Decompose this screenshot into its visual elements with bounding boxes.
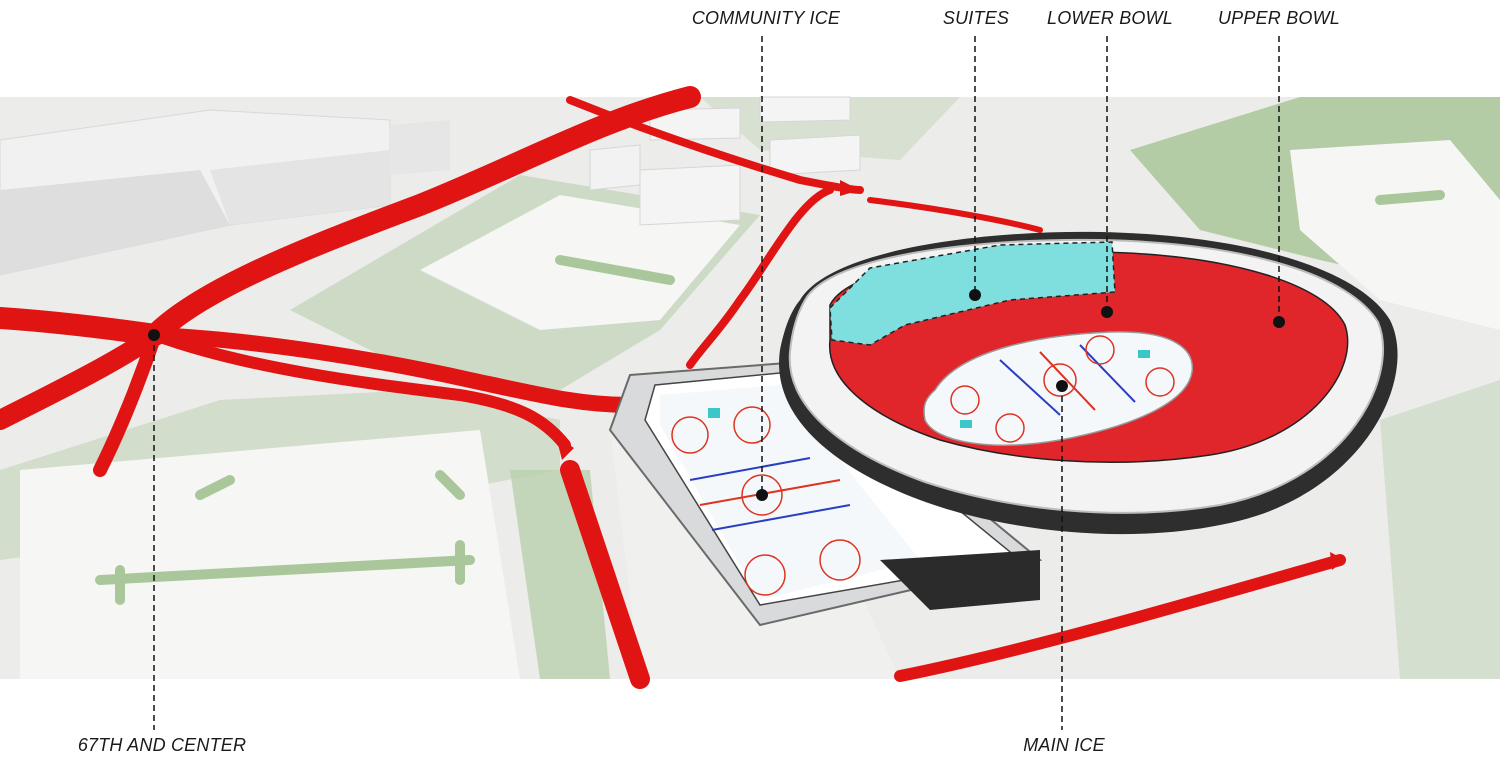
main-arena — [779, 231, 1398, 535]
dot-lower-bowl — [1101, 306, 1113, 318]
dot-community-ice — [756, 489, 768, 501]
dot-intersection — [148, 329, 160, 341]
dot-suites — [969, 289, 981, 301]
community-ice-building — [608, 360, 1043, 627]
label-intersection: 67TH AND CENTER — [77, 735, 247, 755]
label-lower-bowl: LOWER BOWL — [1046, 8, 1174, 28]
dot-main-ice — [1056, 380, 1068, 392]
label-suites: SUITES — [942, 8, 1010, 28]
highlighted-roads — [0, 86, 1346, 689]
label-main-ice: MAIN ICE — [1023, 735, 1105, 755]
parking-islands — [95, 190, 1445, 605]
label-upper-bowl: UPPER BOWL — [1217, 8, 1341, 28]
nearby-buildings — [0, 96, 861, 276]
leader-lines — [153, 36, 1280, 730]
label-community-ice: COMMUNITY ICE — [691, 8, 841, 28]
leader-dots — [148, 289, 1285, 501]
dot-upper-bowl — [1273, 316, 1285, 328]
